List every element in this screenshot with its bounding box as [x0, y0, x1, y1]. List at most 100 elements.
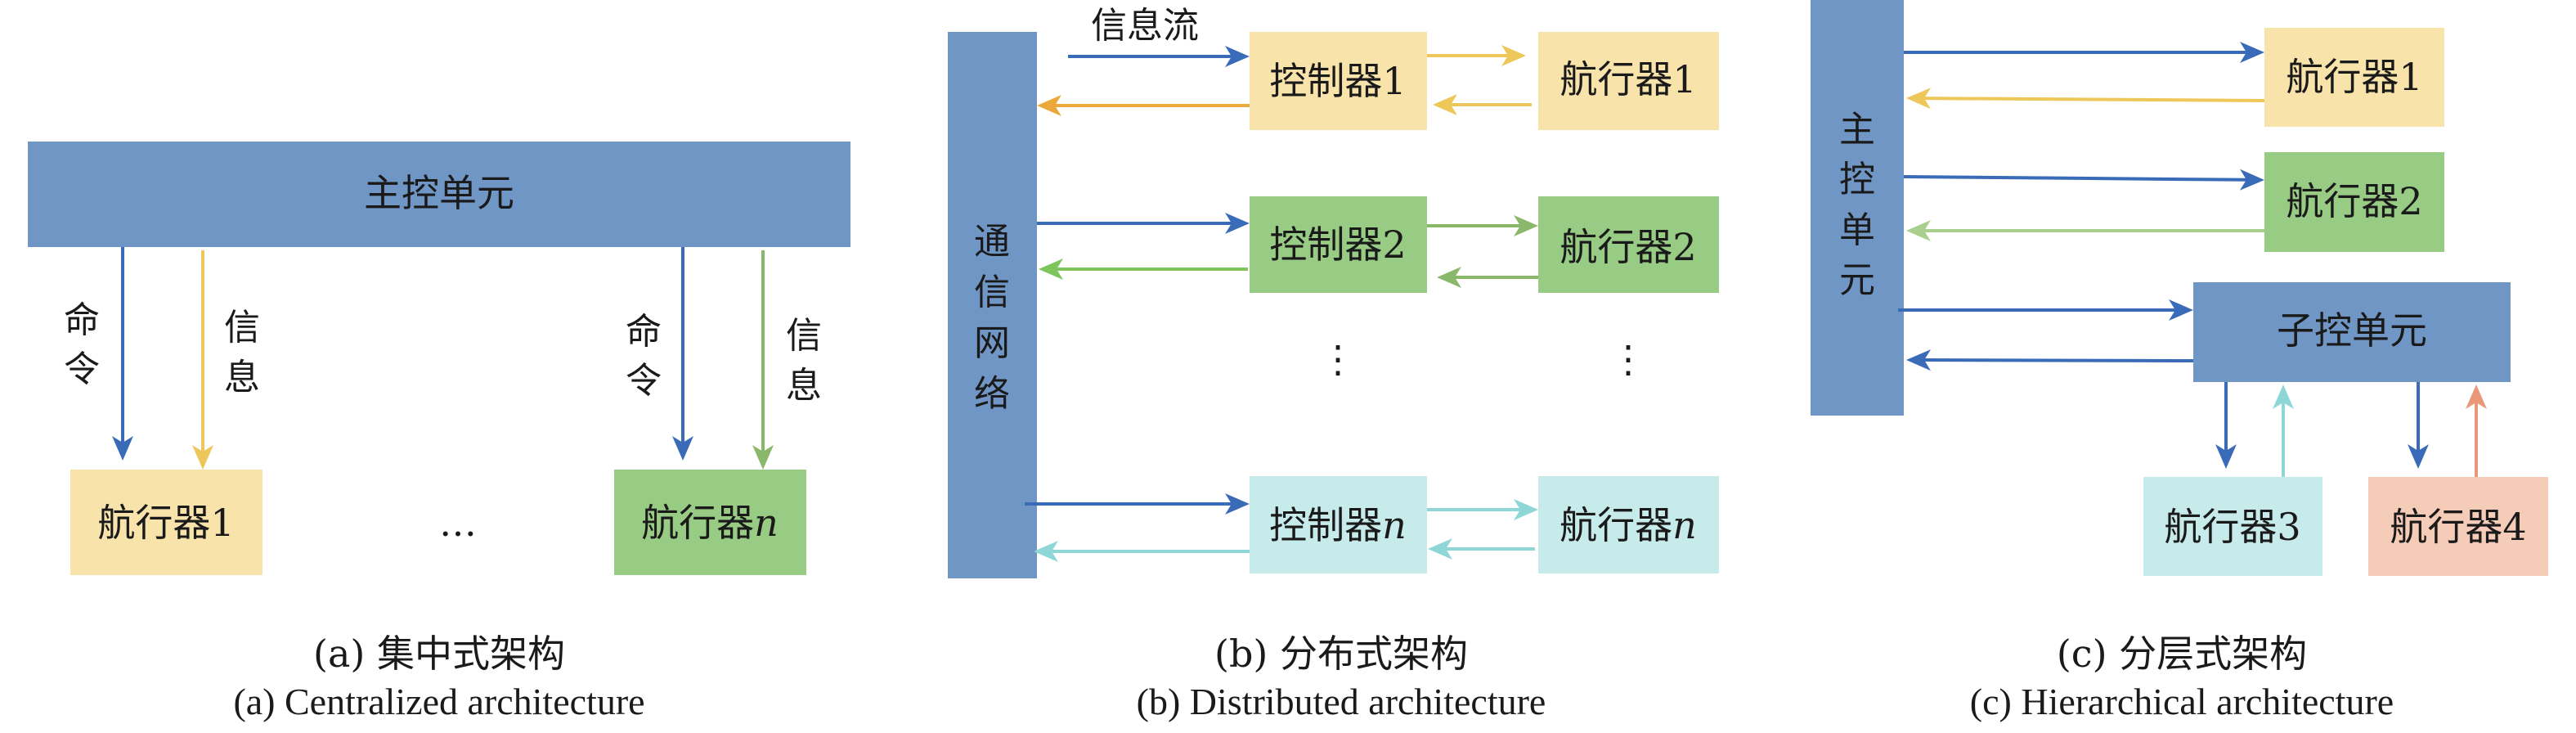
- controller-n-label: 控制器n: [1269, 503, 1407, 547]
- vehicle-2-to-controller-2-arrow: [1437, 267, 1538, 288]
- sub-to-vehicle-3-arrow: [2215, 382, 2237, 469]
- arrow-head: [1906, 88, 1932, 110]
- command-label-n: 命: [626, 311, 662, 353]
- vehicle-1-label: 航行器1: [97, 501, 234, 545]
- network-label-2: 网: [974, 322, 1010, 364]
- vehicle-n-box: [1538, 476, 1719, 573]
- arrow-shaft: [1923, 97, 2267, 102]
- main-unit-label-2: 单: [1839, 209, 1875, 251]
- arrow-head: [2408, 444, 2429, 469]
- sub-unit-to-main-arrow: [1906, 349, 2196, 371]
- sub-control-unit-label: 子控单元: [2277, 308, 2427, 353]
- caption-zh-c: (c) 分层式架构: [2057, 632, 2307, 676]
- arrow-head: [752, 445, 774, 470]
- info-arrow-1: [192, 250, 213, 470]
- vehicle-1-label: 航行器1: [1560, 57, 1696, 101]
- arrow-head: [192, 445, 213, 470]
- main-unit-label-3: 元: [1839, 259, 1875, 301]
- panel-distributed: 通 信 网 络 信息流 控制器1 航行器1 控制器2 航行器2 ⋮ ⋮ 控制器n: [948, 5, 1719, 722]
- vehicle-3-label: 航行器3: [2164, 505, 2300, 549]
- arrow-head: [1428, 538, 1452, 560]
- arrow-head: [1034, 541, 1058, 562]
- arrow-head: [2273, 384, 2294, 409]
- vehicle-1-to-main-arrow: [1906, 88, 2267, 110]
- arrow-head: [1906, 220, 1931, 241]
- vehicle-2-box: [2264, 152, 2444, 252]
- controller-2-to-vehicle-2-arrow: [1427, 215, 1538, 236]
- vehicle-3-to-sub-arrow: [2273, 384, 2294, 477]
- arrow-head: [2215, 444, 2237, 469]
- network-label-0: 通: [974, 221, 1010, 263]
- main-to-vehicle-1-arrow: [1904, 42, 2264, 63]
- vehicle-4-box: [2368, 477, 2548, 576]
- arrow-head: [2466, 384, 2487, 409]
- info-flow-label: 信息流: [1091, 5, 1199, 47]
- vehicle-n-to-controller-n-arrow: [1428, 538, 1535, 560]
- arrow-head: [1225, 46, 1250, 67]
- main-unit-label-1: 控: [1839, 159, 1875, 200]
- arrow-head: [1039, 259, 1063, 280]
- controller-1-to-net-arrow: [1037, 95, 1251, 116]
- arrow-head: [2240, 42, 2264, 63]
- command-arrow-1: [112, 247, 133, 461]
- caption-en-a: (a) Centralized architecture: [233, 681, 644, 722]
- arrow-head: [112, 436, 133, 461]
- caption-en-c: (c) Hierarchical architecture: [1970, 681, 2394, 722]
- vehicle-n-box: [614, 470, 806, 575]
- network-label-1: 信: [974, 272, 1010, 313]
- vehicle-1-box: [1538, 32, 1719, 130]
- vehicle-2-label: 航行器2: [1560, 225, 1696, 269]
- main-to-sub-unit-arrow: [1898, 299, 2193, 321]
- controller-n-box: [1250, 476, 1427, 573]
- command-label-nb: 令: [626, 360, 662, 402]
- info-label-1: 信: [224, 307, 260, 349]
- controller-2-box: [1250, 196, 1427, 293]
- sub-to-vehicle-4-arrow: [2408, 382, 2429, 469]
- caption-zh-b: (b) 分布式架构: [1214, 632, 1468, 676]
- vehicle-2-label: 航行器2: [2286, 179, 2422, 223]
- command-label-1b: 令: [64, 349, 100, 390]
- controller-1-to-vehicle-1-arrow: [1427, 45, 1526, 66]
- controller-1-label: 控制器1: [1269, 59, 1406, 103]
- main-unit-label-0: 主: [1839, 109, 1875, 151]
- arrow-head: [672, 436, 693, 461]
- vehicle-4-label: 航行器4: [2390, 505, 2526, 549]
- panel-hierarchical: 主 控 单 元 航行器1 航行器2 子控单元 航行器3 航行器4 (c) 分层式…: [1811, 0, 2548, 722]
- arrow-head: [2169, 299, 2193, 321]
- arrow-head: [1433, 94, 1457, 115]
- vehicle-2-to-main-arrow: [1906, 220, 2266, 241]
- vdots-controllers: ⋮: [1319, 337, 1357, 381]
- arrow-head: [2239, 169, 2264, 191]
- net-to-controller-1-arrow: [1068, 46, 1250, 67]
- controller-2-to-net-arrow: [1039, 259, 1248, 280]
- main-to-vehicle-2-arrow: [1903, 169, 2264, 191]
- arrow-head: [1906, 349, 1932, 371]
- vehicle-3-box: [2143, 477, 2322, 576]
- main-control-unit-bar: [1811, 0, 1904, 416]
- arrow-head: [1225, 213, 1250, 234]
- vehicle-1-label: 航行器1: [2286, 55, 2422, 99]
- caption-zh-a: (a) 集中式架构: [313, 632, 565, 676]
- arrow-head: [1225, 493, 1250, 515]
- controller-1-box: [1250, 32, 1427, 130]
- caption-en-b: (b) Distributed architecture: [1137, 681, 1546, 722]
- controller-2-label: 控制器2: [1269, 223, 1406, 267]
- vehicle-2-box: [1538, 196, 1719, 293]
- ellipsis: …: [439, 501, 477, 545]
- panel-centralized: 主控单元 命 令 信 息 命 令 信 息 航行器1 … 航行器n (a) 集中式…: [28, 142, 850, 722]
- main-control-unit-box: [28, 142, 850, 247]
- network-label-3: 络: [974, 373, 1010, 415]
- net-to-controller-2-arrow: [1037, 213, 1250, 234]
- vehicle-4-to-sub-arrow: [2466, 384, 2487, 477]
- info-arrow-n: [752, 250, 774, 470]
- sub-control-unit-box: [2193, 282, 2511, 382]
- vehicle-1-box: [70, 470, 263, 575]
- command-label-1: 命: [64, 299, 100, 341]
- main-control-unit-label: 主控单元: [364, 171, 514, 215]
- info-label-1b: 息: [224, 357, 260, 398]
- controller-n-to-vehicle-n-arrow: [1427, 499, 1538, 520]
- net-to-controller-n-arrow: [1025, 493, 1250, 515]
- vehicle-n-label: 航行器n: [1560, 503, 1697, 547]
- arrow-head: [1514, 499, 1538, 520]
- vehicle-1-to-controller-1-arrow: [1433, 94, 1532, 115]
